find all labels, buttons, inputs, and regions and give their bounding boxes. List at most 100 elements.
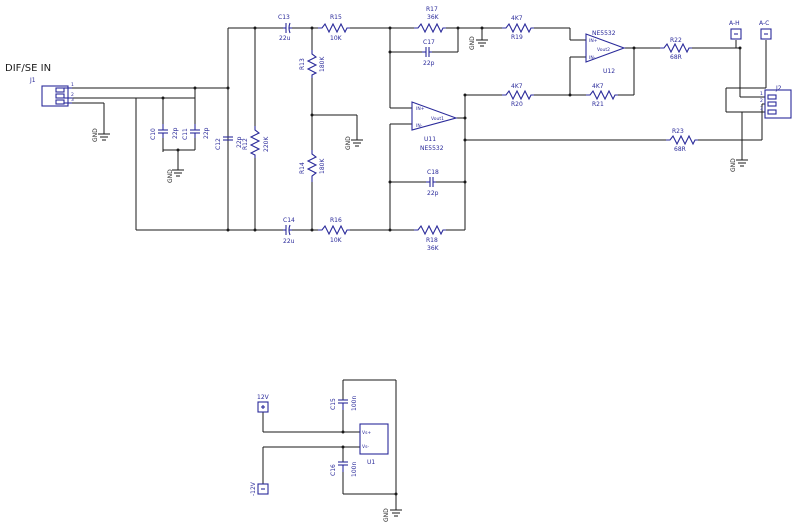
gnd-label: GND [345, 136, 352, 150]
connector-j2: J2 1 2 3 [760, 85, 792, 119]
resistor-r21: 4K7 R21 [586, 83, 618, 108]
j1-pin2: 2 [71, 92, 74, 98]
resistor-r16: R16 10K [318, 217, 350, 244]
r17-ref: R17 [426, 6, 438, 13]
u12-part: NE5532 [592, 30, 616, 37]
r12-ref: R12 [242, 138, 249, 150]
c17-ref: C17 [423, 39, 435, 46]
c16-ref: C16 [330, 464, 337, 476]
u12-in-minus: IN- [589, 55, 596, 61]
r14-ref: R14 [299, 162, 306, 174]
resistor-r12: R12 220K [242, 126, 270, 158]
r12-value: 220K [263, 136, 270, 152]
opamp-u12: IN+ IN- Vout2 U12 NE5532 [585, 30, 626, 75]
u1-vs-plus: Vs+ [362, 430, 371, 436]
c15-value: 100n [351, 396, 358, 411]
capacitor-c10: C10 22p [150, 124, 179, 140]
capacitor-c16: C16 100n [330, 461, 358, 477]
port-a-h-label: A-H [729, 20, 740, 27]
j1-ref: J1 [29, 77, 36, 84]
c11-ref: C11 [182, 128, 189, 140]
power-ic-u1: Vs+ Vs- U1 [359, 423, 389, 466]
j2-pin1: 1 [760, 91, 763, 97]
j2-ref: J2 [775, 85, 782, 92]
r13-value: 180K [319, 56, 326, 72]
gnd-label: GND [469, 36, 476, 50]
connector-j1: J1 1 2 3 [29, 77, 74, 107]
gnd-label: GND [92, 128, 99, 142]
gnd-label: GND [383, 508, 390, 522]
gnd-label: GND [730, 158, 737, 172]
r16-ref: R16 [330, 217, 342, 224]
u11-in-minus: IN- [416, 123, 423, 129]
resistor-r20: 4K7 R20 [502, 83, 534, 108]
r13-ref: R13 [299, 58, 306, 70]
u12-ref: U12 [603, 68, 615, 75]
capacitor-c13: C13 22u [278, 14, 292, 42]
c18-ref: C18 [427, 169, 439, 176]
u1-vs-minus: Vs- [362, 444, 369, 450]
u11-part: NE5532 [420, 145, 444, 152]
u11-out: Vout1 [431, 116, 444, 122]
c11-value: 22p [203, 127, 210, 139]
j1-pin1: 1 [71, 82, 74, 88]
u1-ref: U1 [367, 459, 375, 466]
u11-in-plus: IN+ [416, 106, 425, 112]
r18-value: 36K [427, 245, 440, 252]
u12-out: Vout2 [597, 47, 610, 53]
r15-ref: R15 [330, 14, 342, 21]
c17-value: 22p [423, 60, 435, 67]
ground-symbol: GND [469, 36, 488, 50]
resistor-r13: R13 180K [299, 50, 326, 78]
ground-symbol: GND [92, 128, 110, 142]
r19-value: 4K7 [511, 15, 523, 22]
r18-ref: R18 [426, 237, 438, 244]
junction-dots [161, 26, 742, 496]
port-neg-12v: -12V [250, 481, 269, 496]
r14-value: 180K [319, 158, 326, 174]
c15-ref: C15 [330, 398, 337, 410]
resistor-r14: R14 180K [299, 150, 326, 182]
port-a-h: A-H [729, 20, 742, 40]
capacitor-c17: C17 22p [422, 39, 435, 67]
port-12v-label: 12V [257, 394, 270, 401]
c13-value: 22u [279, 35, 291, 42]
capacitor-c18: C18 22p [426, 169, 439, 197]
port-neg-12v-label: -12V [250, 481, 257, 496]
r21-ref: R21 [592, 101, 604, 108]
ground-symbol: GND [383, 508, 402, 522]
c13-ref: C13 [278, 14, 290, 21]
port-a-c: A-C [759, 20, 772, 40]
c12-value: 22p [236, 136, 243, 148]
ground-symbol: GND [730, 158, 748, 172]
c16-value: 100n [351, 462, 358, 477]
r19-ref: R19 [511, 34, 523, 41]
c14-ref: C14 [283, 217, 295, 224]
c10-ref: C10 [150, 128, 157, 140]
capacitor-c15: C15 100n [330, 396, 358, 411]
wires [72, 27, 767, 510]
resistor-r17: R17 36K [414, 6, 446, 34]
r16-value: 10K [330, 237, 343, 244]
ground-symbol: GND [345, 136, 363, 150]
resistor-r18: R18 36K [414, 224, 446, 252]
opamp-u11: IN+ IN- Vout1 U11 NE5532 [411, 101, 458, 152]
r22-ref: R22 [670, 37, 682, 44]
r20-value: 4K7 [511, 83, 523, 90]
capacitor-c12: C12 22p [215, 136, 243, 150]
capacitor-c11: C11 22p [182, 124, 210, 140]
u11-ref: U11 [424, 136, 436, 143]
resistor-r19: 4K7 R19 [502, 15, 534, 41]
r23-ref: R23 [672, 128, 684, 135]
r17-value: 36K [427, 14, 440, 21]
ground-symbol: GND [167, 169, 184, 183]
resistor-r22: R22 68R [660, 37, 692, 61]
c10-value: 22p [172, 127, 179, 139]
r20-ref: R20 [511, 101, 523, 108]
resistor-r23: R23 68R [666, 128, 698, 153]
diagram-title: DIF/SE IN [5, 63, 51, 74]
c12-ref: C12 [215, 138, 222, 150]
r22-value: 68R [670, 54, 682, 61]
c14-value: 22u [283, 238, 295, 245]
